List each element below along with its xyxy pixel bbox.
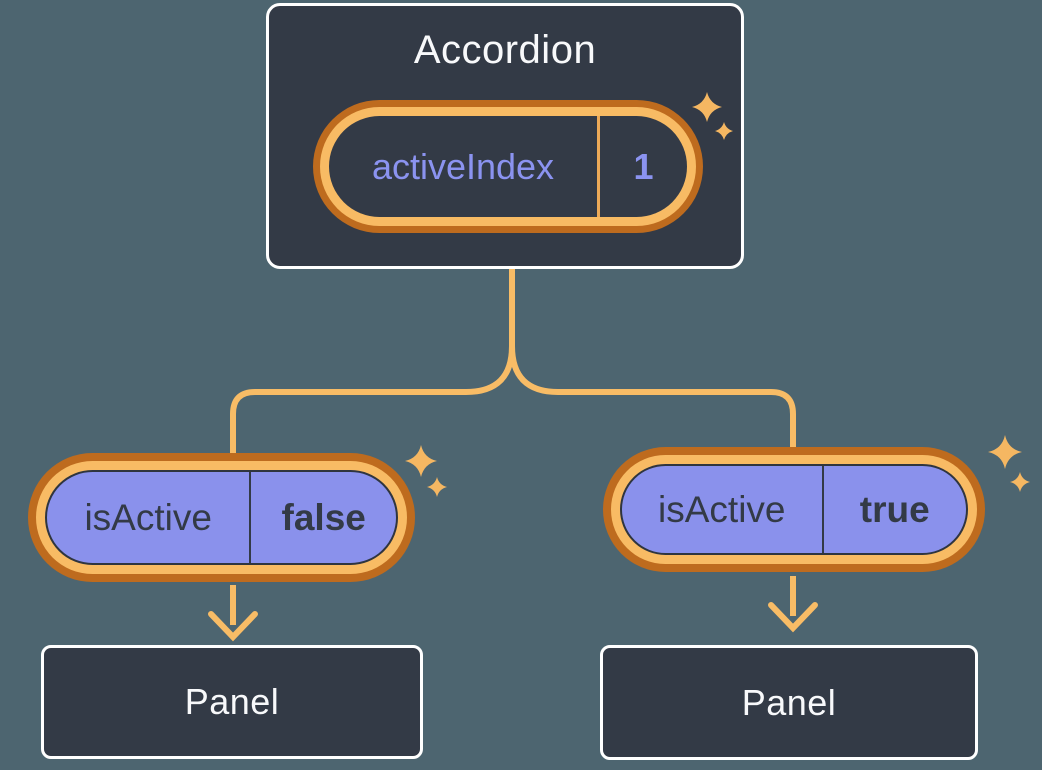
panel-title: Panel	[741, 681, 837, 723]
prop-label: isActive	[658, 488, 786, 530]
sparkle-icon	[1010, 472, 1030, 492]
prop-value: true	[859, 488, 930, 530]
sparkle-icon	[405, 445, 437, 477]
panel-component-box-left: Panel	[41, 645, 423, 759]
sparkle-icon	[715, 122, 733, 140]
prop-value: false	[281, 496, 366, 538]
arrow-right-head-icon	[768, 602, 818, 633]
connector-right-branch	[509, 345, 796, 452]
prop-pill-right: isActive true	[620, 464, 968, 555]
connector-left-branch	[230, 268, 515, 458]
state-label: activeIndex	[371, 145, 555, 187]
state-pill: activeIndex 1	[329, 116, 687, 217]
pill-divider	[597, 116, 600, 217]
state-value: 1	[633, 145, 654, 187]
pill-divider	[249, 472, 252, 563]
pill-divider	[821, 466, 824, 553]
accordion-title: Accordion	[413, 28, 597, 72]
sparkle-icon	[988, 435, 1022, 469]
sparkle-icon	[692, 92, 722, 122]
prop-label: isActive	[84, 496, 212, 538]
prop-pill-left: isActive false	[45, 470, 398, 565]
sparkle-icon	[427, 477, 447, 497]
panel-title: Panel	[184, 681, 280, 722]
panel-component-box-right: Panel	[600, 645, 978, 760]
arrow-left-head-icon	[208, 611, 258, 642]
